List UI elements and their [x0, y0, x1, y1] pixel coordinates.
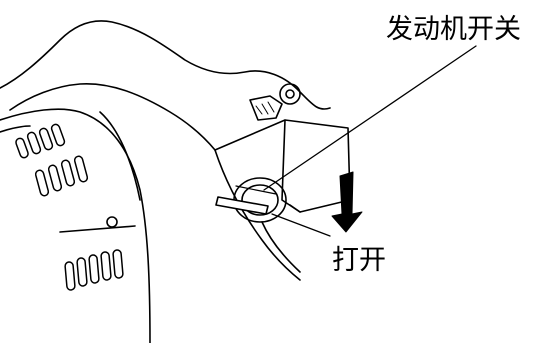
guard-bolt	[106, 216, 118, 228]
leader-line-engine-switch	[263, 45, 477, 191]
housing-inner-contour	[9, 83, 216, 151]
guard-inner-edge	[99, 111, 141, 201]
switch-panel-side	[281, 119, 301, 213]
guard-rim	[0, 125, 31, 133]
switch-cable	[261, 221, 301, 273]
upper-knob-center	[285, 89, 295, 99]
engine-switch-icon	[215, 177, 287, 223]
engine-switch-label: 发动机开关	[386, 14, 521, 45]
leader-line-on	[271, 213, 331, 237]
switch-on-label: 打开	[332, 245, 386, 276]
vent-grille	[15, 123, 124, 291]
direction-arrow-icon	[331, 171, 363, 233]
panel-lower-edge	[214, 149, 301, 281]
bracket-hatch	[255, 101, 275, 115]
upper-bracket	[249, 95, 283, 121]
upper-knob	[279, 83, 301, 105]
guard-seam	[59, 225, 136, 233]
